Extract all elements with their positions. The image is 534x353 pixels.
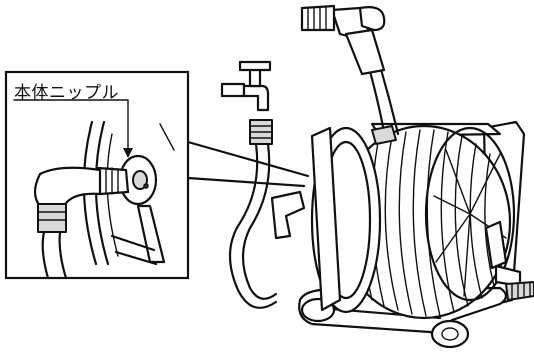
faucet-handle xyxy=(240,62,270,70)
callout-elbow-collar xyxy=(38,204,66,232)
main-body-nipple-label: 本体ニップル xyxy=(14,78,119,103)
nozzle-head xyxy=(302,6,334,30)
callout-coupling xyxy=(98,168,128,194)
nozzle-handle xyxy=(346,30,384,74)
reel-foot-right xyxy=(432,321,468,347)
spray-nozzle xyxy=(302,6,384,74)
faucet-wall-mount xyxy=(222,84,244,96)
water-faucet xyxy=(222,62,270,110)
hose-reel xyxy=(299,122,534,347)
faucet-spout xyxy=(244,86,268,110)
nozzle-trigger xyxy=(360,7,384,30)
supply-hose xyxy=(230,120,304,308)
hose-collar xyxy=(372,126,396,144)
callout-leader-bottom xyxy=(188,178,304,186)
hose-to-nozzle xyxy=(368,64,398,144)
reel-inlet-elbow xyxy=(272,192,304,238)
callout-leader-top xyxy=(188,142,308,176)
